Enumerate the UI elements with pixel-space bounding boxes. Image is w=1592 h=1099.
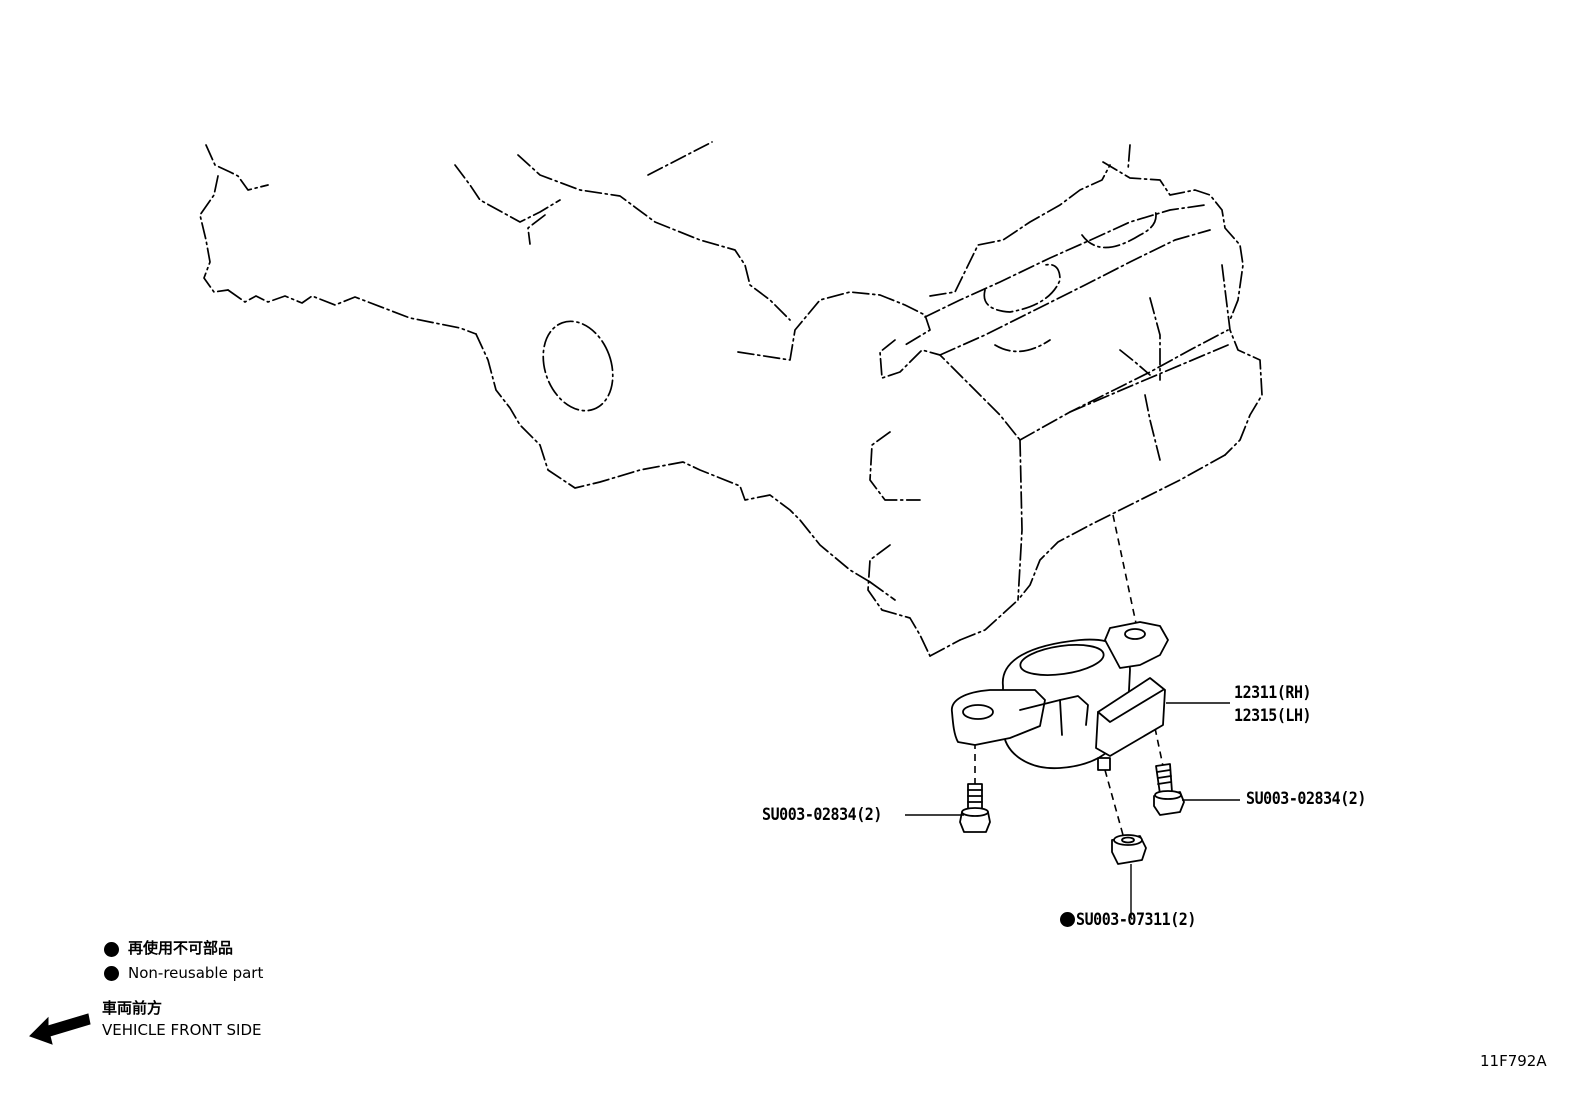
legend-non-reusable-en: Non-reusable part <box>128 964 264 982</box>
assembly-guide-lines <box>974 514 1164 836</box>
callout-leaders <box>905 702 1240 918</box>
mount-rh-part-number: 12311(RH) <box>1234 683 1312 703</box>
bottom-nut <box>1111 834 1147 865</box>
filled-circle-icon <box>104 966 119 981</box>
non-reusable-marker-icon <box>1060 912 1075 927</box>
left-bolt-part-number: SU003-02834(2) <box>762 805 882 825</box>
engine-mount-insulator <box>951 621 1169 771</box>
right-bolt-part-number: SU003-02834(2) <box>1246 789 1366 809</box>
right-bolt <box>1153 763 1185 816</box>
legend-front-en: VEHICLE FRONT SIDE <box>102 1021 262 1039</box>
filled-circle-icon <box>104 942 119 957</box>
engine-phantom-outline <box>199 141 1263 657</box>
mount-lh-part-number: 12315(LH) <box>1234 706 1312 726</box>
left-bolt <box>959 783 991 833</box>
legend-front-jp: 車両前方 <box>102 999 163 1017</box>
legend-non-reusable-jp: 再使用不可部品 <box>128 939 234 957</box>
arrow-left-down-icon <box>29 1013 91 1045</box>
figure-id: 11F792A <box>1480 1052 1547 1070</box>
nut-part-number: SU003-07311(2) <box>1076 910 1196 930</box>
